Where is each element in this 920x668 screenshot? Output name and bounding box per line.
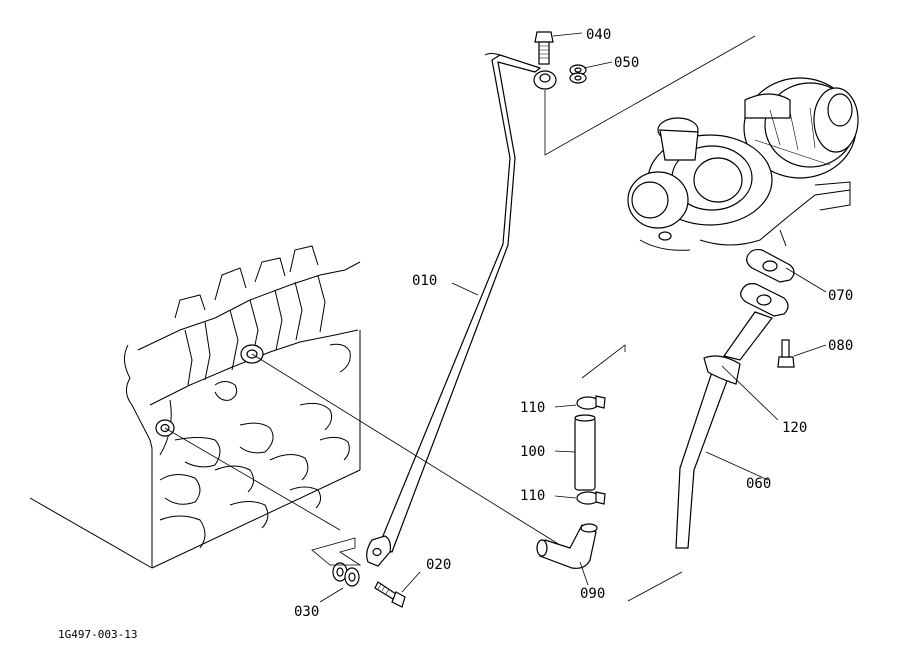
clamp-110-top-drawing bbox=[576, 395, 606, 410]
bolt-080-drawing bbox=[777, 339, 795, 368]
callout-010: 010 bbox=[412, 273, 437, 289]
bolt-020-drawing bbox=[374, 581, 406, 608]
gasket-070-drawing bbox=[740, 248, 795, 317]
leader-bottom-right bbox=[627, 571, 683, 602]
banjo-bolt-040-drawing bbox=[534, 31, 554, 65]
engine-block-drawing bbox=[29, 245, 361, 569]
callout-080: 080 bbox=[828, 338, 853, 354]
callout-070: 070 bbox=[828, 288, 853, 304]
callout-030: 030 bbox=[294, 604, 319, 620]
elbow-090-drawing bbox=[536, 523, 598, 569]
oil-pipe-010-drawing bbox=[366, 53, 557, 567]
callout-090: 090 bbox=[580, 586, 605, 602]
callout-050: 050 bbox=[614, 55, 639, 71]
gasket-050-drawing bbox=[569, 64, 587, 84]
turbocharger-drawing bbox=[627, 77, 859, 251]
drawing-code: 1G497-003-13 bbox=[58, 628, 137, 641]
callout-060: 060 bbox=[746, 476, 771, 492]
clamp-110-bottom-drawing bbox=[576, 491, 606, 505]
callout-120: 120 bbox=[782, 420, 807, 436]
callout-100: 100 bbox=[520, 444, 545, 460]
callout-110-top: 110 bbox=[520, 400, 545, 416]
leader-bracket-hose bbox=[581, 344, 626, 379]
oil-return-pipe-060-drawing bbox=[675, 311, 773, 549]
leader-bracket-bottom bbox=[311, 537, 362, 566]
callout-040: 040 bbox=[586, 27, 611, 43]
hose-100-drawing bbox=[574, 414, 596, 491]
leader-bracket-top bbox=[544, 35, 756, 156]
leader-block-to-090 bbox=[251, 353, 561, 546]
callout-020: 020 bbox=[426, 557, 451, 573]
callout-110-bottom: 110 bbox=[520, 488, 545, 504]
washer-030-drawing bbox=[332, 562, 360, 587]
leader-block-to-030 bbox=[164, 427, 341, 531]
callout-leaders bbox=[319, 32, 827, 603]
